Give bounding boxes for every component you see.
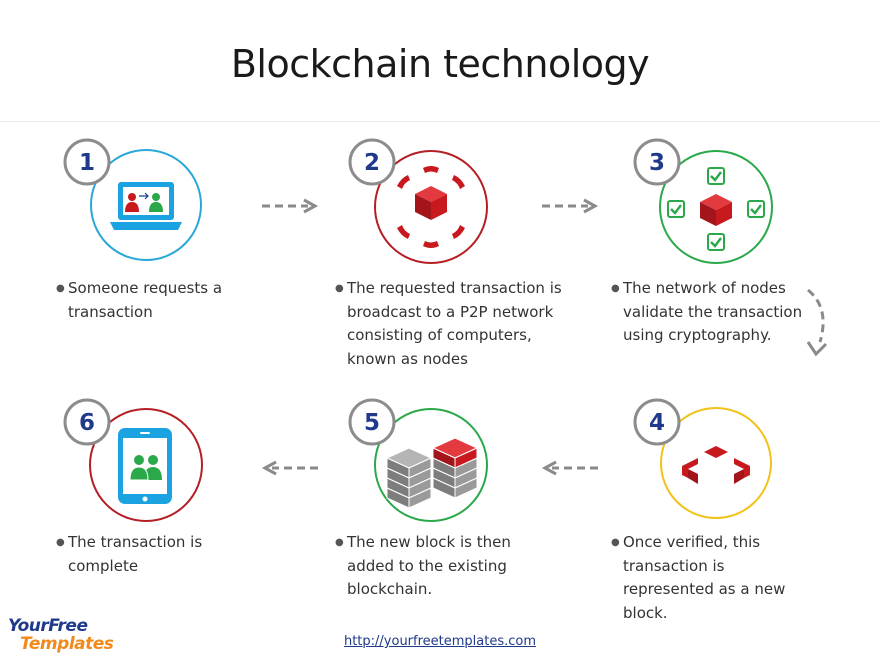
bullet-icon: ● xyxy=(335,537,344,548)
step-6-number: 6 xyxy=(79,410,95,436)
step-5: 5 xyxy=(345,396,545,596)
title-divider xyxy=(0,121,880,122)
laptop-users-icon xyxy=(110,182,182,230)
step-3-badge xyxy=(633,138,681,186)
arrow-4-to-5 xyxy=(541,460,598,476)
step-2-number: 2 xyxy=(364,150,380,176)
step-5-number: 5 xyxy=(364,410,380,436)
step-4-ring xyxy=(660,407,772,519)
step-5-text: ● The new block is then added to the exi… xyxy=(335,533,511,598)
yourfreetemplates-logo: YourFree Templates xyxy=(8,616,114,654)
step-5-badge xyxy=(348,398,396,446)
step-4-text: ● Once verified, this transaction is rep… xyxy=(611,533,786,622)
step-6-text: ● The transaction is complete xyxy=(56,533,203,575)
page-title: Blockchain technology xyxy=(230,42,650,86)
footer-url-link[interactable]: http://yourfreetemplates.com xyxy=(343,634,537,649)
arrow-5-to-6 xyxy=(261,460,318,476)
broadcast-block-icon xyxy=(397,166,465,248)
blockchain-stack-icon xyxy=(385,437,479,509)
check-icon xyxy=(667,200,685,218)
check-icon xyxy=(707,233,725,251)
check-icon xyxy=(747,200,765,218)
step-2-badge xyxy=(348,138,396,186)
step-1: 1 xyxy=(60,130,260,330)
step-2-text: ● The requested transaction is broadcast… xyxy=(335,279,562,368)
step-2: 2 xyxy=(345,130,545,330)
arrow-1-to-2 xyxy=(262,198,319,214)
step-4-badge xyxy=(633,398,681,446)
step-6: 6 xyxy=(60,396,260,596)
bullet-icon: ● xyxy=(335,283,344,294)
step-3-text: ● The network of nodes validate the tran… xyxy=(611,279,803,344)
step-6-badge xyxy=(63,398,111,446)
step-4-number: 4 xyxy=(649,410,665,436)
step-1-number: 1 xyxy=(79,150,95,176)
bullet-icon: ● xyxy=(611,537,620,548)
step-3-number: 3 xyxy=(649,150,665,176)
bullet-icon: ● xyxy=(611,283,620,294)
check-icon xyxy=(707,167,725,185)
open-block-icon xyxy=(682,446,750,484)
tablet-users-icon xyxy=(118,428,172,504)
arrow-3-to-4 xyxy=(806,288,828,357)
bullet-icon: ● xyxy=(56,283,65,294)
validate-block-icon xyxy=(667,167,765,251)
step-4: 4 xyxy=(630,396,830,596)
bullet-icon: ● xyxy=(56,537,65,548)
arrow-2-to-3 xyxy=(542,198,599,214)
step-3: 3 xyxy=(630,130,830,330)
step-1-badge xyxy=(63,138,111,186)
step-1-text: ● Someone requests a transaction xyxy=(56,279,223,321)
